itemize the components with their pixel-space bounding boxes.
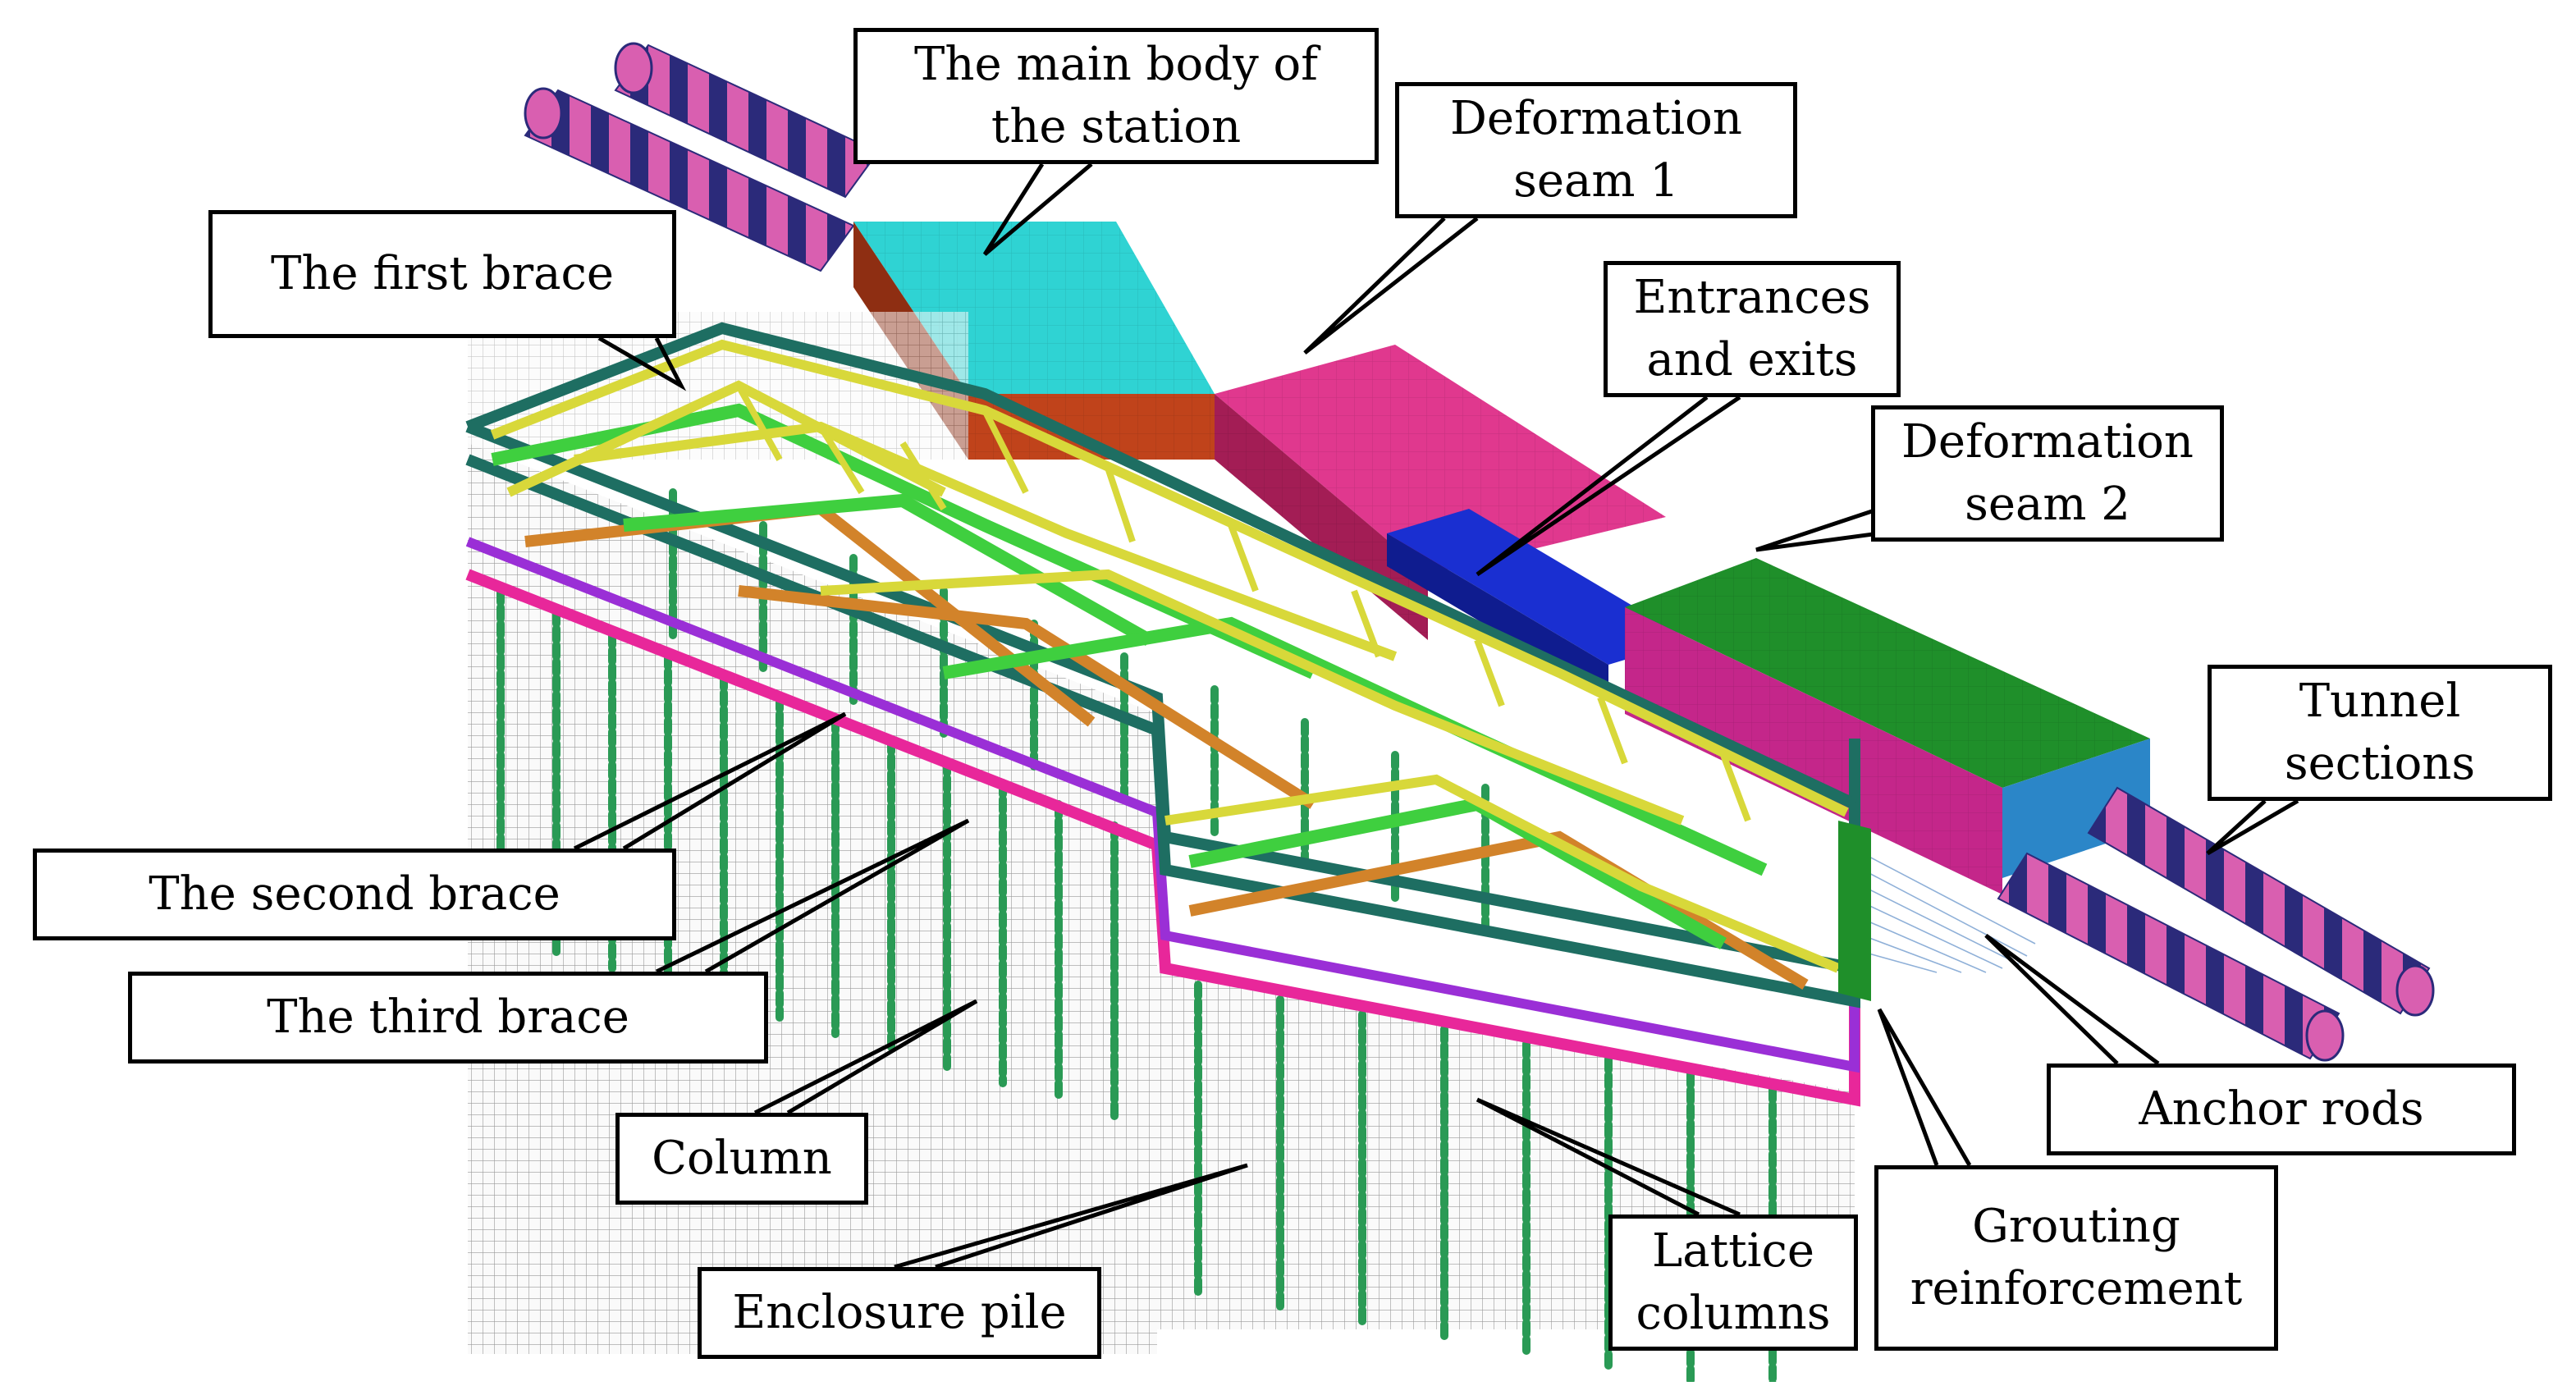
brace-green-struts xyxy=(491,403,1768,949)
leader-line xyxy=(573,711,847,851)
label-lattice-columns: Lattice columns xyxy=(1608,1214,1858,1351)
label-entrances-exits: Entrances and exits xyxy=(1604,261,1901,397)
leader-lines xyxy=(573,162,2299,1269)
label-deformation-seam-2: Deformation seam 2 xyxy=(1871,405,2224,542)
brace-yellow-truss xyxy=(490,339,1849,973)
leader-line xyxy=(753,999,978,1115)
label-main-body: The main body of the station xyxy=(853,28,1379,164)
leader-line xyxy=(1755,506,1880,552)
leader-line xyxy=(1476,1097,1741,1217)
label-third-brace: The third brace xyxy=(128,972,768,1064)
label-anchor-rods: Anchor rods xyxy=(2047,1064,2516,1155)
leader-line xyxy=(1984,933,2160,1066)
station-seam2-segment xyxy=(1625,558,2150,894)
grouting-reinforcement-panel xyxy=(1838,821,1871,1001)
label-enclosure-pile: Enclosure pile xyxy=(698,1267,1101,1359)
tunnel-front-right xyxy=(1997,786,2435,1062)
label-first-brace: The first brace xyxy=(208,210,676,338)
leader-line xyxy=(894,1163,1248,1269)
leader-line xyxy=(2206,798,2299,856)
leader-line xyxy=(597,336,687,391)
leader-line xyxy=(1476,395,1741,577)
leader-line xyxy=(982,162,1093,256)
leader-line xyxy=(1877,1008,1972,1167)
label-grouting-reinforcement: Grouting reinforcement xyxy=(1874,1165,2278,1351)
anchor-rods-fan xyxy=(1862,853,2036,973)
leader-line xyxy=(655,818,970,974)
label-tunnel-sections: Tunnel sections xyxy=(2208,665,2552,801)
columns-group xyxy=(496,488,1777,1386)
label-deformation-seam-1: Deformation seam 1 xyxy=(1395,82,1797,218)
label-column: Column xyxy=(615,1113,868,1205)
label-second-brace: The second brace xyxy=(33,849,676,940)
tunnel-back-left xyxy=(524,42,880,272)
leader-line xyxy=(1303,217,1479,355)
